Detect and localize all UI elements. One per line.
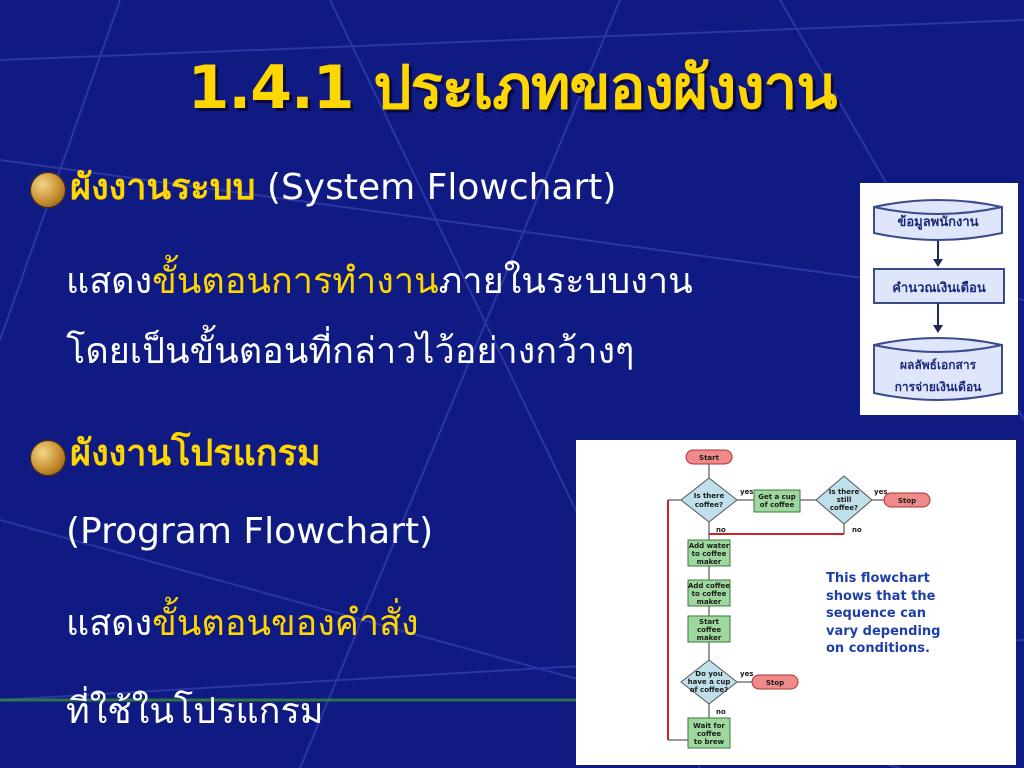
system-box-top: ข้อมูลพนักงาน	[897, 215, 979, 230]
program-desc-line1: แสดงขั้นตอนของคำสั่ง	[66, 602, 419, 645]
system-flowchart-drawing	[873, 199, 1005, 401]
fc-decision2-l2: still	[837, 496, 852, 504]
fc-add-coffee-l3: maker	[697, 598, 722, 606]
bullet-heading-system: ผังงานระบบ (System Flowchart)	[70, 166, 616, 209]
program-flowchart-image: Start Is there coffee? Get a cup of coff…	[576, 440, 1016, 765]
system-flowchart-thai: ผังงานระบบ	[70, 167, 256, 208]
desc-highlight: ขั้นตอนการทำงาน	[152, 261, 439, 302]
fc-yes1: yes	[740, 488, 753, 496]
fc-no1: no	[716, 526, 726, 534]
fc-start: Start	[699, 454, 720, 462]
desc-highlight: ขั้นตอนของคำสั่ง	[152, 603, 419, 644]
fc-wait-l3: to brew	[694, 738, 725, 746]
fc-decision3-l2: have a cup	[688, 678, 731, 686]
fc-start-maker-l2: coffee	[697, 626, 721, 634]
system-box-middle: คำนวณเงินเดือน	[892, 281, 986, 296]
desc-text: แสดง	[66, 261, 153, 302]
flowchart-note: This flowchart shows that the sequence c…	[826, 570, 940, 658]
fc-yes3: yes	[740, 670, 753, 678]
fc-add-water-l2: to coffee	[692, 550, 727, 558]
fc-no2: no	[852, 526, 862, 534]
fc-no3: no	[716, 708, 726, 716]
fc-wait-l2: coffee	[697, 730, 721, 738]
system-desc-line2: โดยเป็นขั้นตอนที่กล่าวไว้อย่างกว้างๆ	[66, 331, 635, 372]
system-flowchart-image: ข้อมูลพนักงาน คำนวณเงินเดือน ผลลัพธ์เอกส…	[860, 183, 1018, 415]
bullet-icon	[30, 440, 66, 476]
program-desc-line2: ที่ใช้ในโปรแกรม	[66, 691, 324, 732]
fc-decision2-l3: coffee?	[830, 504, 858, 512]
fc-yes2: yes	[874, 488, 887, 496]
note-line: on conditions.	[826, 641, 930, 657]
fc-add-coffee-l2: to coffee	[692, 590, 727, 598]
fc-get-cup-l1: Get a cup	[758, 493, 796, 501]
desc-text: ภายในระบบงาน	[438, 261, 693, 302]
fc-wait-l1: Wait for	[693, 722, 725, 730]
system-flowchart-english: (System Flowchart)	[266, 167, 617, 208]
bullet-icon	[30, 172, 66, 208]
fc-decision3-l1: Do you	[695, 670, 722, 678]
desc-text: แสดง	[66, 603, 153, 644]
system-desc-line1: แสดงขั้นตอนการทำงานภายในระบบงาน	[66, 260, 693, 303]
fc-decision2-l1: Is there	[829, 488, 860, 496]
program-flowchart-english: (Program Flowchart)	[66, 511, 434, 552]
fc-stop1: Stop	[898, 497, 916, 505]
fc-start-maker-l3: maker	[697, 634, 722, 642]
note-line: shows that the	[826, 588, 936, 604]
fc-add-water-l1: Add water	[689, 542, 730, 550]
note-line: vary depending	[826, 623, 941, 639]
fc-decision1-l2: coffee?	[695, 501, 723, 509]
note-line: This flowchart	[826, 571, 930, 586]
note-line: sequence can	[826, 606, 926, 622]
slide-title: 1.4.1 ประเภทของผังงาน	[187, 53, 838, 123]
fc-decision3-l3: of coffee?	[690, 686, 728, 694]
fc-add-water-l3: maker	[697, 558, 722, 566]
program-flowchart-drawing: Start Is there coffee? Get a cup of coff…	[667, 449, 931, 749]
program-flowchart-thai: ผังงานโปรแกรม	[70, 433, 321, 474]
system-box-bottom-line2: การจ่ายเงินเดือน	[894, 380, 982, 394]
fc-add-coffee-l1: Add coffee	[688, 582, 730, 590]
fc-decision1-l1: Is there	[694, 492, 725, 500]
fc-get-cup-l2: of coffee	[760, 501, 795, 509]
fc-start-maker-l1: Start	[699, 618, 720, 626]
fc-stop2: Stop	[766, 679, 784, 687]
system-box-bottom-line1: ผลลัพธ์เอกสาร	[899, 358, 977, 372]
